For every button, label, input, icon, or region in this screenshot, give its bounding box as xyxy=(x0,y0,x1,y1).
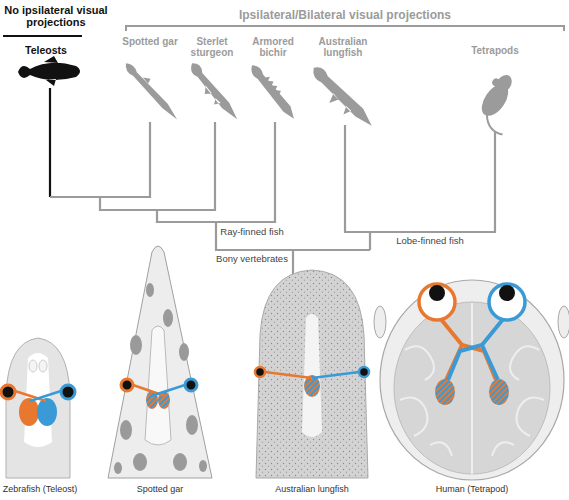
skin-spot xyxy=(199,460,207,472)
teleost-silhouette xyxy=(18,56,80,86)
brain-gyrus xyxy=(400,398,428,436)
lateral-geniculate xyxy=(489,379,509,405)
skin-spot xyxy=(186,415,198,435)
eye xyxy=(61,385,75,399)
brain-gyrus xyxy=(405,346,434,380)
taxon-name: Australian lungfish xyxy=(310,36,376,58)
group-heading: No ipsilateral visual projections xyxy=(2,4,110,28)
group-bracket xyxy=(126,26,564,31)
skin-spot xyxy=(133,453,147,471)
human-head xyxy=(380,280,564,480)
clade-name: Lobe-finned fish xyxy=(388,236,472,246)
brain-gyrus xyxy=(430,442,452,456)
optic-projection xyxy=(482,318,504,380)
taxon-name: Armored bichir xyxy=(245,36,301,58)
eye xyxy=(255,367,265,377)
gar-head xyxy=(108,246,212,478)
sturgeon-silhouette xyxy=(185,60,240,125)
tree-branch xyxy=(369,232,371,250)
bichir-silhouette xyxy=(248,61,300,122)
optic-projection xyxy=(151,385,185,396)
optic-projection xyxy=(15,391,46,401)
skin-spot xyxy=(163,309,173,327)
eye xyxy=(121,379,133,391)
lungfish-head xyxy=(256,270,368,478)
group-heading: Ipsilateral/Bilateral visual projections xyxy=(195,9,495,22)
eye xyxy=(185,379,197,391)
taxon-name: Spotted gar xyxy=(122,36,178,47)
gar-brain xyxy=(145,326,171,445)
zebrafish-head xyxy=(6,338,70,478)
clade-name: Ray-finned fish xyxy=(212,227,292,237)
clade-name: Bony vertebrates xyxy=(212,254,292,264)
skin-spot xyxy=(173,453,187,471)
ear xyxy=(558,306,569,338)
tree-branch xyxy=(345,125,495,232)
brain-midline xyxy=(471,303,473,474)
tree-branch xyxy=(50,122,150,197)
optic-projection xyxy=(265,372,312,378)
eye xyxy=(419,284,455,320)
optic-projection xyxy=(133,385,165,396)
panel-caption: Spotted gar xyxy=(115,485,205,495)
eye xyxy=(489,284,525,320)
brain-gyrus xyxy=(517,398,545,436)
panel-caption: Australian lungfish xyxy=(262,485,362,495)
skin-spot xyxy=(179,343,189,361)
tree-branch xyxy=(157,122,275,222)
tree-branch xyxy=(49,88,51,197)
optic-projection xyxy=(448,345,482,380)
group-bracket xyxy=(3,35,82,37)
olfactory-bulb xyxy=(29,360,37,372)
brain-gyrus xyxy=(510,346,539,380)
olfactory-bulb xyxy=(39,360,47,372)
human-brain xyxy=(394,302,550,474)
optic-projection xyxy=(30,391,61,401)
lungfish-silhouette xyxy=(304,63,376,135)
pupil xyxy=(429,285,445,301)
optic-tectum xyxy=(19,398,39,426)
skin-spot xyxy=(114,462,122,474)
pupil xyxy=(499,285,515,301)
skin-spot xyxy=(130,335,142,355)
ear xyxy=(374,306,386,338)
skin-spot xyxy=(120,420,132,440)
taxon-name: Sterlet sturgeon xyxy=(184,36,240,58)
tree-branch xyxy=(100,122,215,210)
lungfish-brain xyxy=(302,314,322,437)
taxon-name: Tetrapods xyxy=(460,45,530,56)
brain-gyrus xyxy=(492,442,514,456)
eye xyxy=(1,385,15,399)
panel-caption: Zebrafish (Teleost) xyxy=(0,485,85,495)
taxon-name: Teleosts xyxy=(11,45,81,57)
optic-tectum xyxy=(37,398,57,426)
lateral-geniculate xyxy=(435,379,455,405)
optic-projection xyxy=(312,372,359,378)
gar-silhouette xyxy=(123,58,183,123)
skin-spot xyxy=(146,283,154,297)
eye xyxy=(359,367,369,377)
mouse-ear xyxy=(491,77,502,88)
panel-caption: Human (Tetrapod) xyxy=(422,485,522,495)
